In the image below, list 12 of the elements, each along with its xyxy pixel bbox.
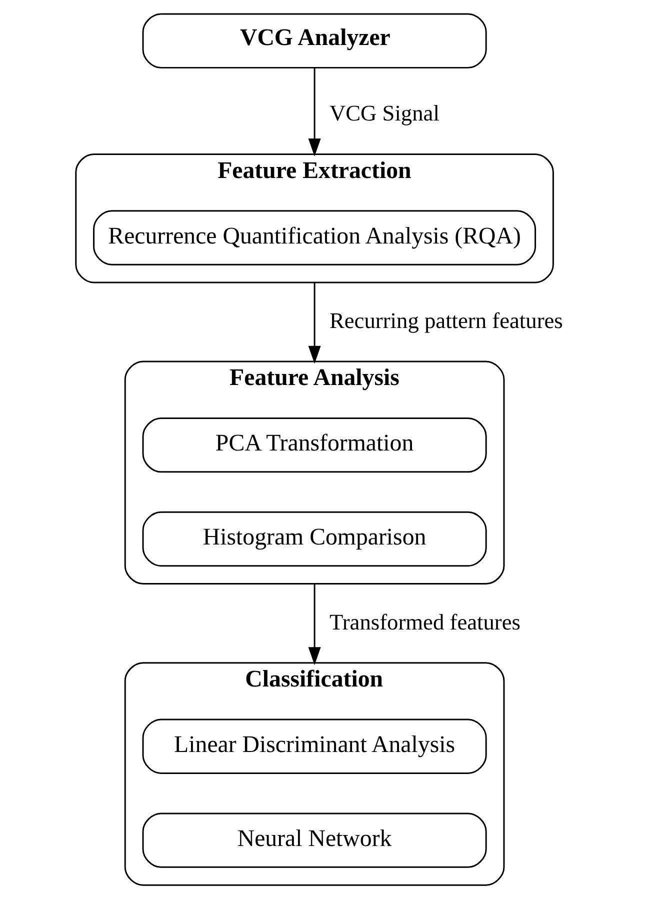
arrow: [308, 282, 320, 364]
node-box: Neural Network: [142, 812, 486, 868]
arrow: [308, 68, 320, 156]
arrow: [308, 584, 320, 666]
edge-label: Recurring pattern features: [328, 308, 562, 333]
edge-label: Transformed features: [328, 609, 520, 634]
node-box: Histogram Comparison: [142, 511, 486, 567]
node-box: PCA Transformation: [142, 417, 486, 473]
node-box: Linear Discriminant Analysis: [142, 718, 486, 774]
edge-label: VCG Signal: [328, 100, 439, 126]
node-box: VCG Analyzer: [142, 13, 486, 68]
node-box: Recurrence Quantification Analysis (RQA): [92, 210, 536, 266]
